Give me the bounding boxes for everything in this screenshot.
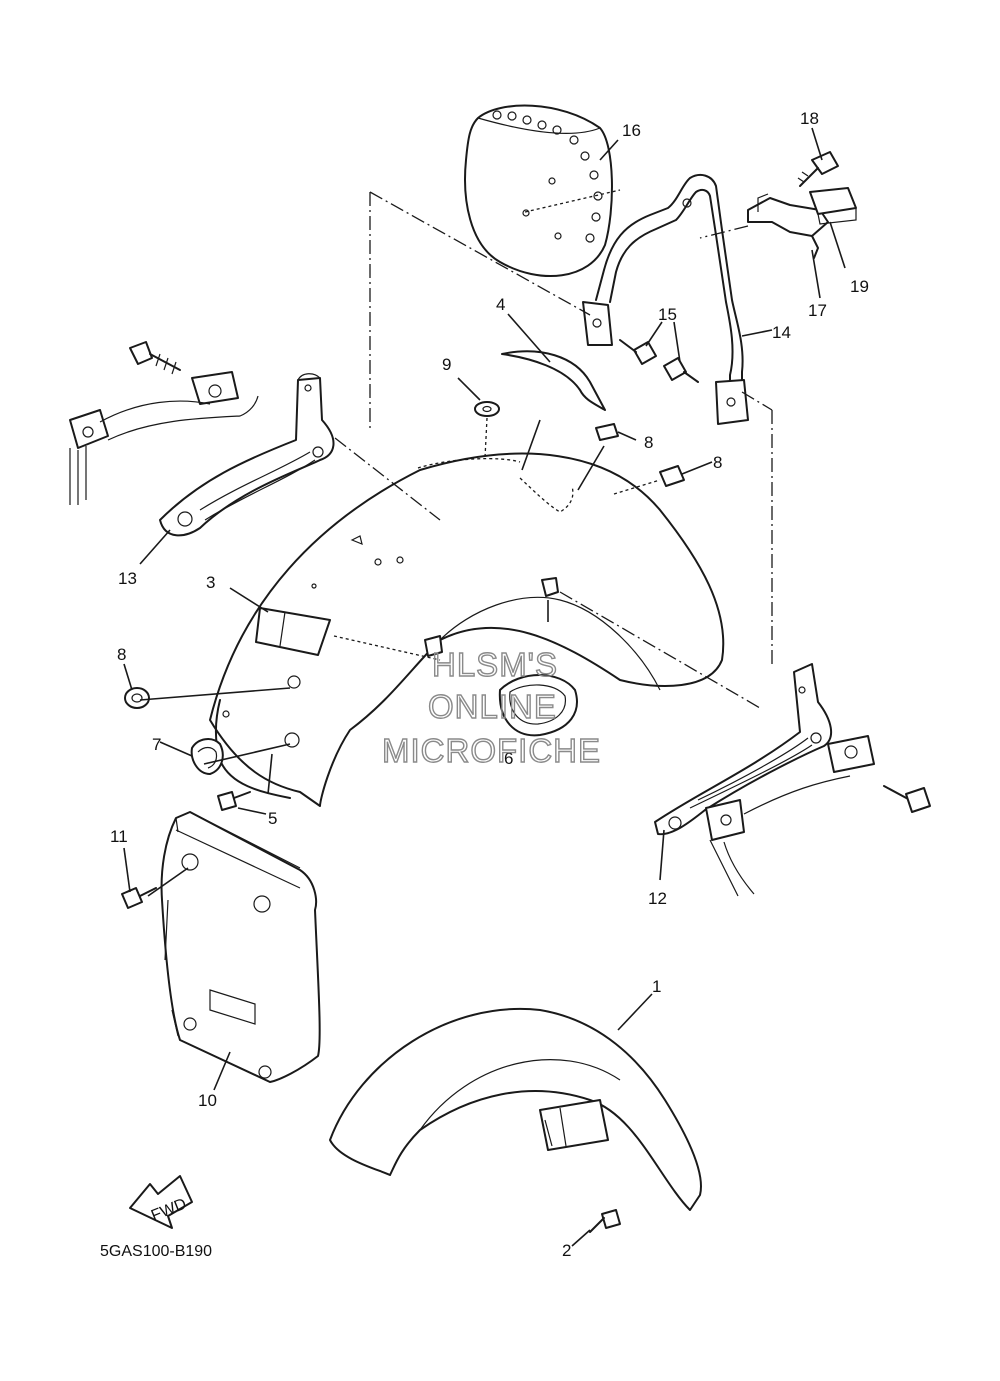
part-10-cover [160,811,321,1083]
watermark-line-3: MICROFICHE [382,732,601,769]
callout-18: 18 [800,109,819,128]
callout-14: 14 [772,323,791,342]
part-4-cover [501,350,606,411]
callout-8b: 8 [713,453,722,472]
part-19-damper [809,187,857,225]
callout-9: 9 [442,355,451,374]
part-6-bracket [498,674,578,737]
watermark: HLSM'S ONLINE MICROFICHE [381,645,601,769]
part-2-bolt [589,1209,621,1233]
callout-5: 5 [268,809,277,828]
callout-16: 16 [622,121,641,140]
callout-7: 7 [152,735,161,754]
callout-15: 15 [658,305,677,324]
reference-lines [333,191,773,709]
callout-2: 2 [562,1241,571,1260]
part-16-backrest-pad [464,104,621,278]
callouts: 1 2 3 4 5 6 7 8 8 8 9 10 11 12 13 14 15 … [110,109,869,1260]
callout-1: 1 [652,977,661,996]
fwd-arrow-icon: FWD [129,1175,193,1229]
callout-8a: 8 [644,433,653,452]
watermark-line-1: HLSM'S [432,646,558,683]
right-mount-hardware [705,735,931,897]
callout-12: 12 [648,889,667,908]
part-13-side-bracket-left [159,373,335,537]
part-8-grommet-a [595,423,619,441]
part-14-backrest-stay [582,173,749,425]
callout-13: 13 [118,569,137,588]
callout-19: 19 [850,277,869,296]
left-mount-hardware [69,341,259,505]
part-7-grommet [190,738,224,775]
callout-10: 10 [198,1091,217,1110]
part-8-grommet-b [659,465,685,487]
callout-11: 11 [110,827,128,846]
watermark-line-2: ONLINE [428,688,557,725]
part-1-front-fender [329,1007,702,1211]
leader-lines [123,127,846,1247]
part-15-bolts [619,339,699,383]
part-17-bracket [747,193,829,259]
part-5-bolt [217,791,251,811]
part-3-rear-fender [209,452,725,807]
part-18-bolt [797,151,839,187]
callout-8c: 8 [117,645,126,664]
part-8-grommet-c [124,687,150,709]
callout-4: 4 [496,295,505,314]
diagram-code: 5GAS100-B190 [100,1243,212,1260]
callout-17: 17 [808,301,827,320]
part-12-side-bracket-right [654,663,833,836]
part-11-bolt [121,887,157,909]
callout-6: 6 [504,749,513,768]
callout-3: 3 [206,573,215,592]
part-9-washer [474,401,500,417]
